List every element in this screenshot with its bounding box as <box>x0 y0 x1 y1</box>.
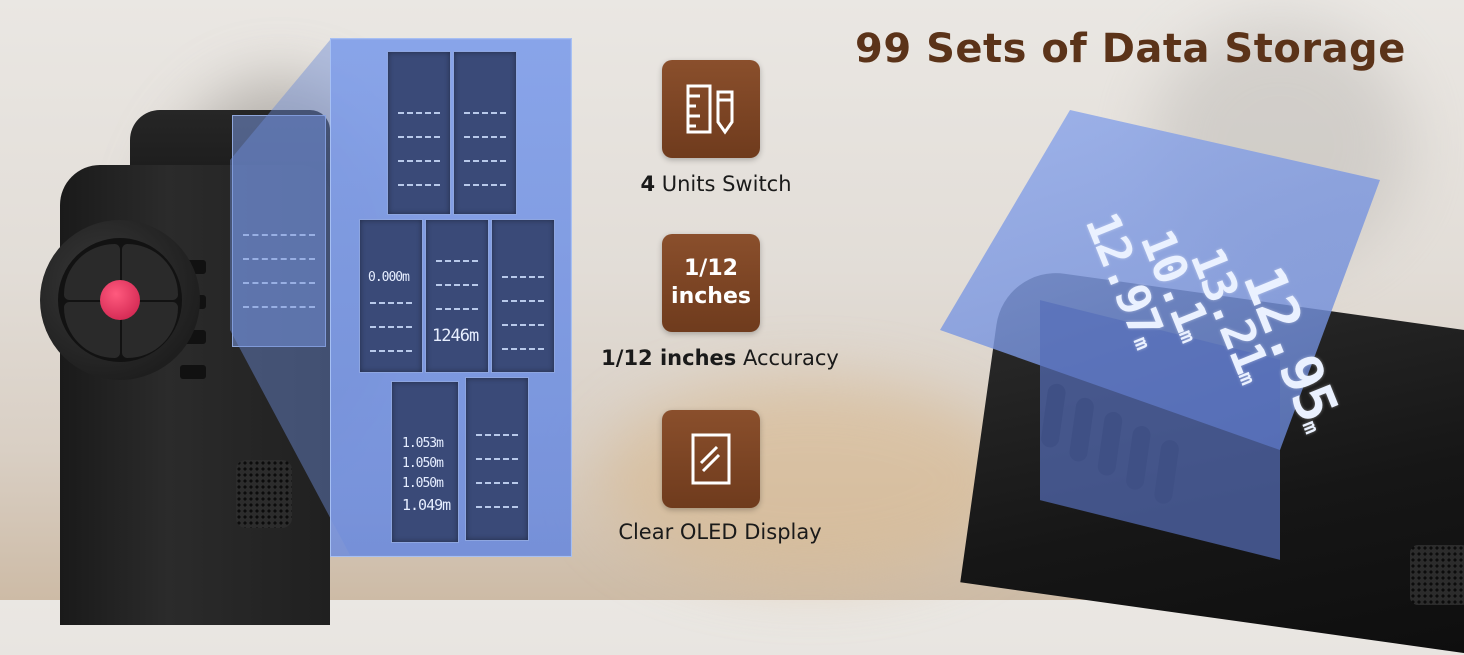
dash-line <box>464 112 506 115</box>
lcd-screen <box>387 51 451 215</box>
units-switch-icon-tile <box>662 60 760 158</box>
units-switch-caption: 4 Units Switch <box>566 172 866 196</box>
measure-button[interactable] <box>100 280 140 320</box>
dash-line <box>436 284 478 287</box>
lcd-reading: 0.000m <box>368 270 410 285</box>
accuracy-icon-tile: 1/12 inches <box>662 234 760 332</box>
accuracy-caption: 1/12 inches Accuracy <box>570 346 870 370</box>
page-title: 99 Sets of Data Storage <box>855 26 1406 72</box>
left-device <box>60 110 350 625</box>
device-screen <box>232 115 326 347</box>
dash-line <box>464 184 506 187</box>
oled-display-icon <box>691 433 731 485</box>
dash-line <box>398 160 440 163</box>
caption-text: Clear OLED Display <box>618 520 822 544</box>
lcd-screen: 1.053m 1.050m 1.050m 1.049m <box>391 381 459 543</box>
lcd-reading: 1.049m <box>402 496 451 514</box>
lcd-screen <box>453 51 517 215</box>
dash-line <box>464 160 506 163</box>
product-banner: 0.000m 1246m 1.053m 1.050m 1.050m 1.049m <box>40 20 1464 655</box>
caption-text: Accuracy <box>736 346 839 370</box>
caption-text: Units Switch <box>655 172 792 196</box>
dash-line <box>436 308 478 311</box>
caption-bold: 4 <box>640 172 656 196</box>
lcd-reading: 1.050m <box>402 476 444 491</box>
lcd-screen <box>465 377 529 541</box>
grip-pad <box>1410 545 1464 605</box>
dash-line <box>370 350 412 353</box>
dash-line <box>243 306 315 309</box>
ruler-pencil-icon <box>686 84 734 135</box>
projection-panel: 0.000m 1246m 1.053m 1.050m 1.050m 1.049m <box>330 38 572 557</box>
dash-line <box>370 326 412 329</box>
vent-slot <box>180 365 206 379</box>
lcd-reading: 1246m <box>432 326 479 346</box>
lcd-reading: 1.050m <box>402 456 444 471</box>
dash-line <box>502 324 544 327</box>
dash-line <box>370 302 412 305</box>
lcd-reading: 1.053m <box>402 436 444 451</box>
accuracy-icon-text: 1/12 inches <box>671 255 751 311</box>
accuracy-icon-line2: inches <box>671 284 751 309</box>
dash-line <box>243 258 315 261</box>
dash-line <box>476 506 518 509</box>
dash-line <box>243 234 315 237</box>
dash-line <box>476 482 518 485</box>
dash-line <box>502 348 544 351</box>
grip-pad <box>236 460 292 528</box>
dash-line <box>398 184 440 187</box>
dash-line <box>436 260 478 263</box>
oled-icon-tile <box>662 410 760 508</box>
dash-line <box>398 136 440 139</box>
dash-line <box>243 282 315 285</box>
caption-bold: 1/12 inches <box>601 346 737 370</box>
dash-line <box>502 300 544 303</box>
lcd-screen <box>491 219 555 373</box>
dash-line <box>464 136 506 139</box>
dash-line <box>398 112 440 115</box>
dash-line <box>476 458 518 461</box>
lcd-screen: 0.000m <box>359 219 423 373</box>
dash-line <box>502 276 544 279</box>
lcd-screen: 1246m <box>425 219 489 373</box>
accuracy-icon-line1: 1/12 <box>684 256 738 281</box>
oled-caption: Clear OLED Display <box>570 520 870 544</box>
dash-line <box>476 434 518 437</box>
